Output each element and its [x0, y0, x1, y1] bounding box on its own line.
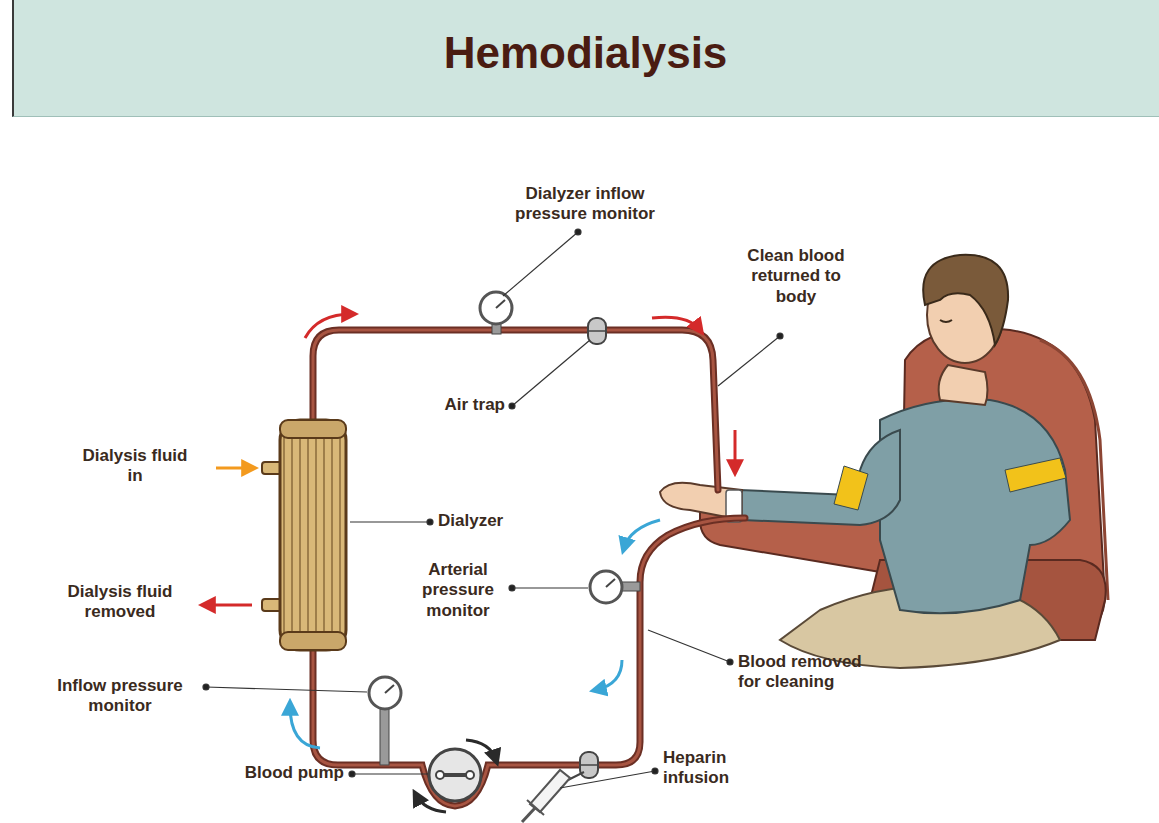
part-label: Dialyzer inflow pressure monitor	[495, 184, 675, 225]
part-label: Blood pump	[220, 763, 344, 783]
part-label: Heparin infusion	[663, 748, 773, 789]
part-label: Dialyzer	[438, 511, 538, 531]
chair	[700, 328, 1108, 640]
part-label: Air trap	[415, 395, 505, 415]
heparin-syringe	[522, 770, 584, 822]
leader-lines	[203, 229, 783, 788]
part-label: Dialysis fluid in	[80, 446, 190, 487]
part-label: Blood removed for cleaning	[738, 652, 863, 693]
dialyzer-drawing	[262, 420, 346, 650]
patient	[660, 255, 1070, 668]
part-label: Arterial pressure monitor	[412, 560, 504, 621]
part-label: Inflow pressure monitor	[40, 676, 200, 717]
part-label: Dialysis fluid removed	[50, 582, 190, 623]
flow-arrows	[205, 314, 735, 748]
diagram-title: Hemodialysis	[12, 28, 1159, 78]
pressure-gauges	[369, 292, 640, 765]
blood-tubing	[313, 330, 745, 806]
part-label: Clean blood returned to body	[740, 246, 852, 307]
blood-pump-drawing	[416, 740, 496, 812]
air-traps	[580, 318, 606, 778]
